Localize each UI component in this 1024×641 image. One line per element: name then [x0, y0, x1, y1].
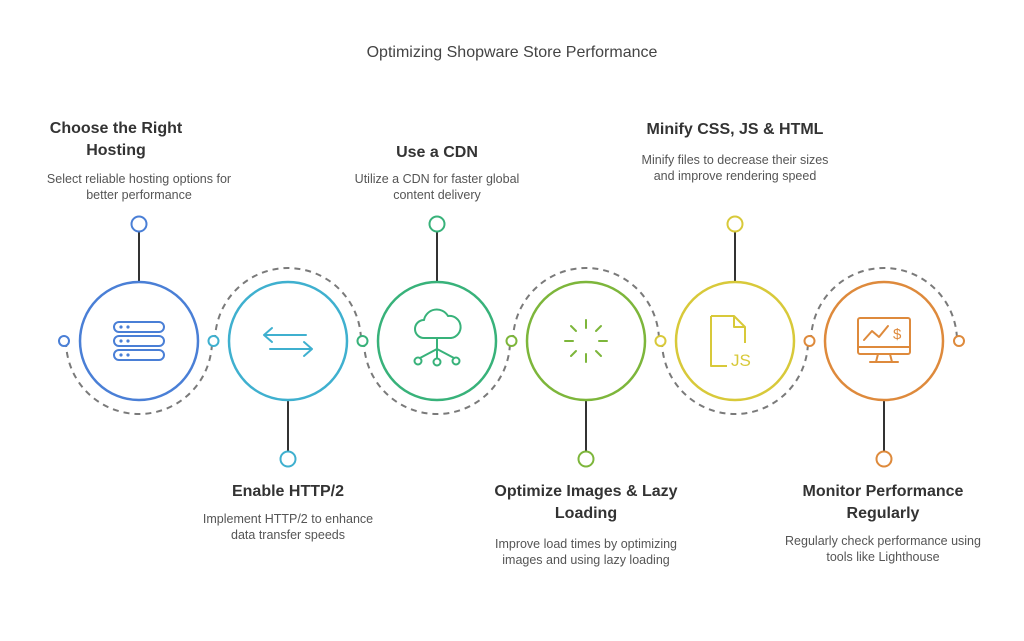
step-heading-monitor: Monitor Performance Regularly: [802, 483, 964, 522]
diagram-title: Optimizing Shopware Store Performance: [366, 44, 658, 61]
stem-end-dot: [875, 450, 893, 468]
dashed-connector: [65, 267, 958, 415]
connector-dot: [356, 335, 369, 347]
step-heading-http2: Enable HTTP/2: [231, 483, 345, 500]
step-circle-http2: [227, 280, 349, 402]
stem-end-dot: [577, 450, 595, 468]
stem-end-dot: [130, 215, 148, 233]
step-circle-hosting: [78, 280, 200, 402]
cloud-network-icon: [413, 308, 462, 367]
stem-end-dot: [279, 450, 297, 468]
step-circle-monitor: [823, 280, 945, 402]
step-description-cdn: Utilize a CDN for faster global content …: [354, 172, 520, 202]
step-description-monitor: Regularly check performance using tools …: [785, 534, 981, 564]
step-circle-minify: [674, 280, 796, 402]
monitor-chart-icon: $: [857, 317, 911, 363]
step-description-http2: Implement HTTP/2 to enhance data transfe…: [202, 512, 374, 542]
connector-dot: [654, 335, 667, 347]
step-heading-minify: Minify CSS, JS & HTML: [646, 121, 824, 138]
connector-dot: [505, 335, 518, 347]
connector-dot: [207, 335, 220, 347]
step-description-hosting: Select reliable hosting options for bett…: [46, 172, 232, 202]
step-heading-hosting: Choose the Right Hosting: [49, 120, 183, 159]
connector-dot: [953, 335, 965, 347]
svg-text:JS: JS: [731, 351, 751, 370]
connector-dot: [803, 335, 816, 347]
connector-dot: [58, 335, 70, 347]
stem-end-dot: [428, 215, 446, 233]
arrows-exchange-icon: [263, 327, 313, 357]
step-description-minify: Minify files to decrease their sizes and…: [641, 153, 829, 183]
step-heading-images: Optimize Images & Lazy Loading: [494, 483, 678, 522]
js-file-icon: JS: [710, 315, 751, 370]
svg-text:$: $: [893, 326, 902, 343]
step-description-images: Improve load times by optimizing images …: [494, 537, 678, 567]
loading-spinner-icon: [564, 319, 608, 363]
step-circle-images: [525, 280, 647, 402]
server-icon: [113, 321, 165, 361]
step-heading-cdn: Use a CDN: [396, 144, 478, 161]
stem-end-dot: [726, 215, 744, 233]
